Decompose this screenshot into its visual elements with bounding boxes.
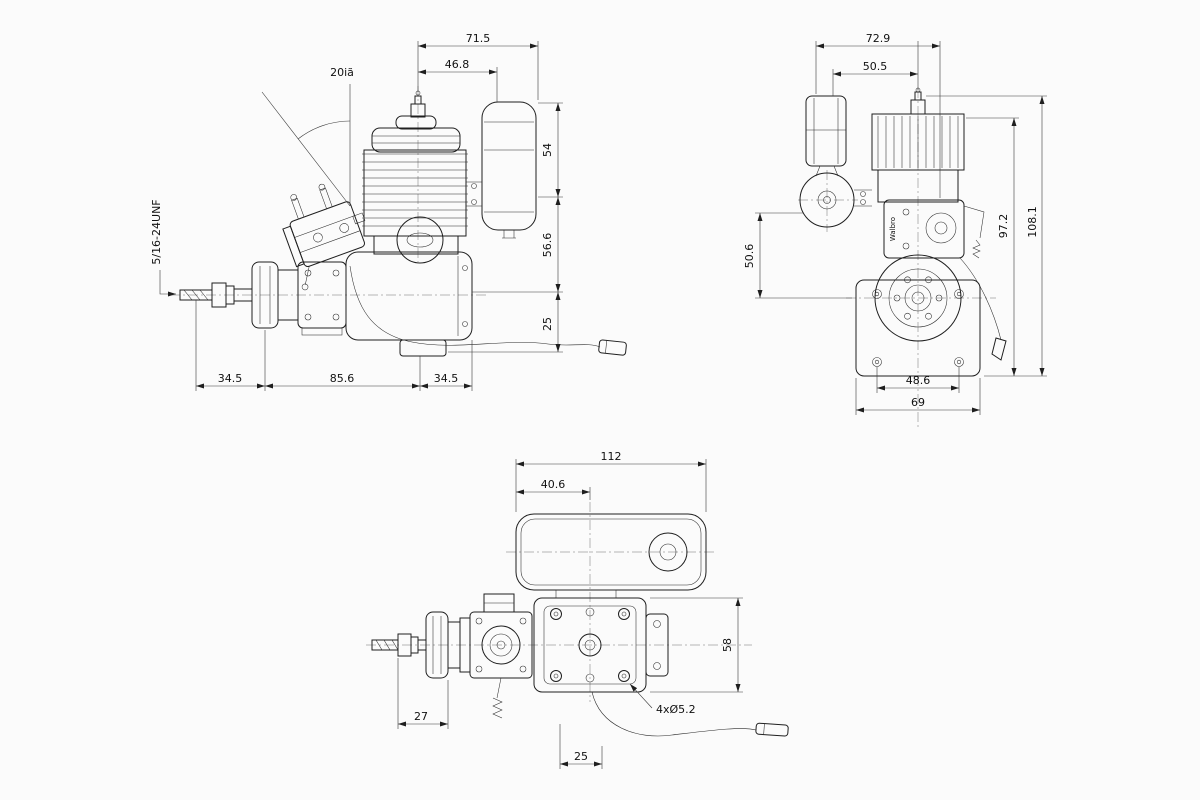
dim-muffler-length: 112 [601,450,622,463]
muffler-top [515,513,707,599]
dim-front-total-width: 72.9 [866,32,891,45]
crankcase-front [874,254,962,342]
wire-connector-top [755,722,789,737]
prop-shaft-top [371,611,461,679]
front-dimensions: 72.9 50.5 50.6 97.2 108.1 48.6 69 [743,32,1047,415]
muffler [466,101,537,239]
carburetor-front: Walbro [883,199,985,259]
dim-wire-offset: 25 [574,750,588,763]
dim-plug-to-muffler: 46.8 [445,58,470,71]
cylinder-front [871,113,965,203]
cylinder [362,115,468,255]
front-housing [297,261,347,336]
crankcase [345,216,473,357]
pump-cover [399,339,447,357]
carburetor-top [459,593,533,719]
dim-muffler-height: 54 [541,143,554,157]
spark-plug [410,90,426,118]
top-dimensions: 112 40.6 58 27 25 4xØ5.2 [397,450,743,769]
ignition-wire-top [591,691,789,737]
mount-plate [855,279,981,377]
wire-connector-front [991,337,1007,361]
choke-spring [492,697,503,719]
muffler-front [799,95,872,228]
ignition-wire-front [959,257,1007,361]
dim-axis-drop: 56.6 [541,233,554,258]
dim-hole-span: 48.6 [906,374,931,387]
front-view: Walbro 72.9 50.5 50.6 97.2 [743,32,1047,428]
wire-connector [598,339,627,356]
side-dimensions: 71.5 46.8 20iã 54 56.6 25 34.5 85.6 34.5… [150,32,563,391]
dim-total-height: 108.1 [1026,206,1039,238]
dim-mount-width: 69 [911,396,925,409]
dim-axis-height: 97.2 [997,214,1010,239]
carb-brand-label: Walbro [889,217,897,241]
dim-muffler-to-center: 40.6 [541,478,566,491]
dim-rear-length: 34.5 [434,372,459,385]
dim-muffler-to-plug: 50.5 [863,60,888,73]
dim-case-length: 85.6 [330,372,355,385]
dim-hub-length: 27 [414,710,428,723]
dim-mount-holes: 4xØ5.2 [656,703,696,716]
logo-badge [396,216,444,264]
ignition-wire [349,265,627,356]
dim-prop-thread: 5/16-24UNF [150,199,163,264]
dim-carb-angle: 20iã [330,66,354,79]
dim-front-length: 34.5 [218,372,243,385]
dim-bottom-offset: 25 [541,317,554,331]
dim-total-width: 71.5 [466,32,491,45]
side-view: 71.5 46.8 20iã 54 56.6 25 34.5 85.6 34.5… [150,32,627,391]
top-view: 112 40.6 58 27 25 4xØ5.2 [366,450,789,769]
carburetor [282,183,366,291]
dim-muffler-drop: 50.6 [743,244,756,269]
dim-case-width: 58 [721,638,734,652]
